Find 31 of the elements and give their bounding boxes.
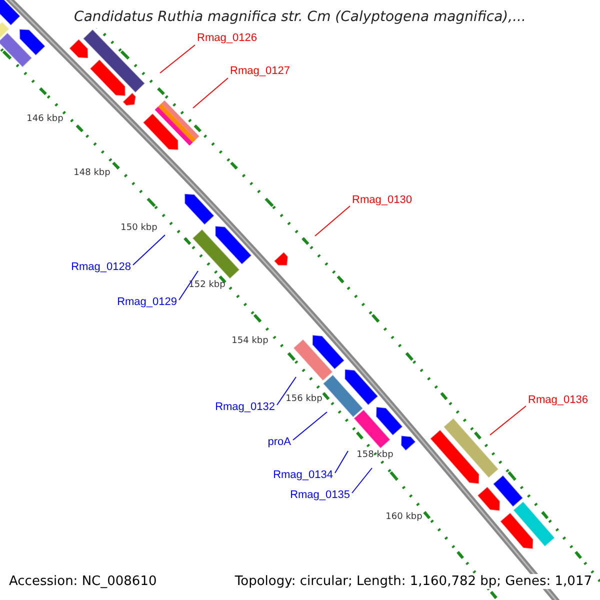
scale-label: 154 kbp [232,336,268,347]
map-info-text: Topology: circular; Length: 1,160,782 bp; Genes: 1,017 [234,574,592,589]
gene-label: Rmag_0126 [197,32,257,45]
scale-label: 156 kbp [286,394,322,405]
gene-label: Rmag_0130 [352,194,412,207]
map-title: Candidatus Ruthia magnifica str. Cm (Calyptogena magnifica),... [73,9,527,26]
leader-line [192,78,228,108]
gene-label: Rmag_0135 [290,489,350,502]
scale-label: 148 kbp [74,168,110,179]
gene-label: proA [268,436,291,449]
leader-line [178,270,198,300]
gene-label: Rmag_0136 [528,394,588,407]
leader-line [276,376,296,406]
scale-label: 150 kbp [120,223,158,234]
scale-label: 160 kbp [386,512,422,523]
leader-line [160,44,196,74]
gene-label: Rmag_0128 [71,261,131,274]
map-info-text: Accession: NC_008610 [9,574,157,589]
leader-line [490,406,526,436]
leader-line [334,450,348,474]
leader-line [132,234,166,266]
leader-line [292,412,328,440]
leader-line [352,468,372,494]
scale-label: 158 kbp [356,450,394,461]
gene-label: Rmag_0127 [230,65,290,78]
gene-label: Rmag_0134 [273,469,333,482]
leader-line [314,206,350,236]
gene-label: Rmag_0129 [117,296,177,309]
gene-label: Rmag_0132 [215,401,275,414]
scale-label: 152 kbp [188,280,226,291]
scale-label: 146 kbp [26,114,64,125]
